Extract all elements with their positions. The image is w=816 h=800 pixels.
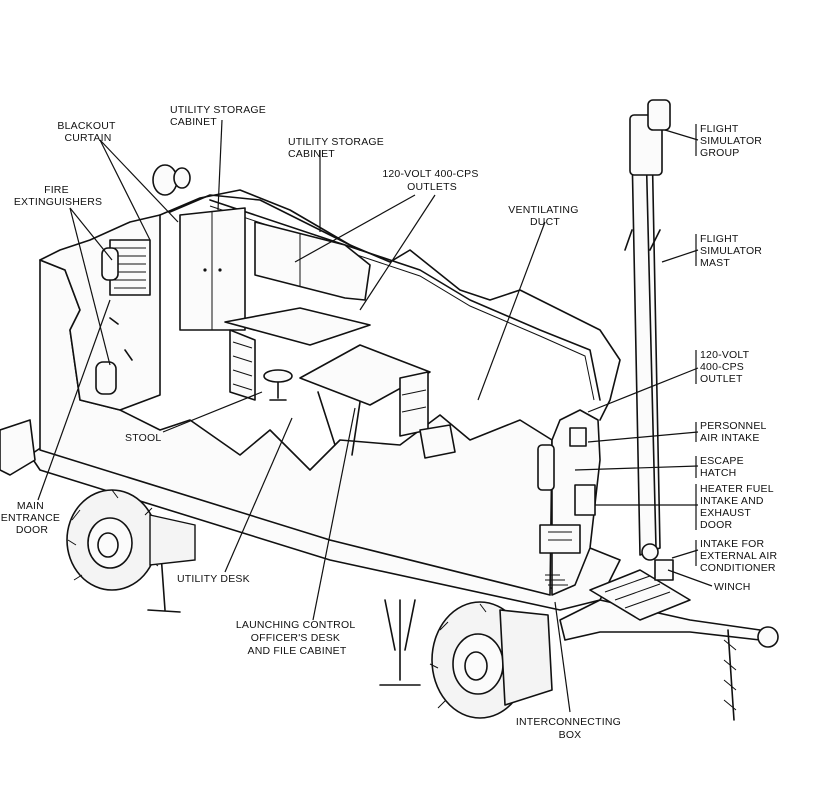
label-utility-storage-cabinet-2: UTILITY STORAGE CABINET (288, 136, 387, 160)
label-flight-simulator-mast: FLIGHT SIMULATOR MAST (700, 233, 765, 269)
label-intake-external-ac: INTAKE FOR EXTERNAL AIR CONDITIONER (700, 538, 780, 574)
label-winch: WINCH (714, 581, 751, 593)
label-stool: STOOL (125, 432, 161, 444)
label-fire-extinguishers: FIRE EXTINGUISHERS (14, 184, 102, 208)
label-blackout-curtain: BLACKOUT CURTAIN (57, 120, 118, 144)
front-wheel (429, 601, 553, 719)
label-personnel-air-intake: PERSONNEL AIR INTAKE (700, 420, 769, 444)
label-outlet-right: 120-VOLT 400-CPS OUTLET (700, 349, 752, 385)
label-interconnecting-box: INTERCONNECTING BOX (516, 716, 624, 741)
label-utility-desk: UTILITY DESK (177, 573, 250, 585)
leader-lines (37, 119, 713, 713)
label-main-entrance-door: MAIN ENTRANCE DOOR (1, 500, 63, 536)
trailer-illustration (0, 99, 779, 721)
label-lco-desk: LAUNCHING CONTROL OFFICER'S DESK AND FIL… (236, 619, 358, 657)
labels: BLACKOUT CURTAIN UTILITY STORAGE CABINET… (1, 104, 780, 741)
label-escape-hatch: ESCAPE HATCH (700, 455, 747, 479)
label-outlets-top: 120-VOLT 400-CPS OUTLETS (382, 168, 481, 193)
label-flight-simulator-group: FLIGHT SIMULATOR GROUP (700, 123, 765, 159)
label-heater-fuel-door: HEATER FUEL INTAKE AND EXHAUST DOOR (700, 483, 777, 531)
label-ventilating-duct: VENTILATING DUCT (508, 204, 581, 228)
label-utility-storage-cabinet: UTILITY STORAGE CABINET (170, 104, 269, 128)
rear-wheel (66, 489, 196, 591)
